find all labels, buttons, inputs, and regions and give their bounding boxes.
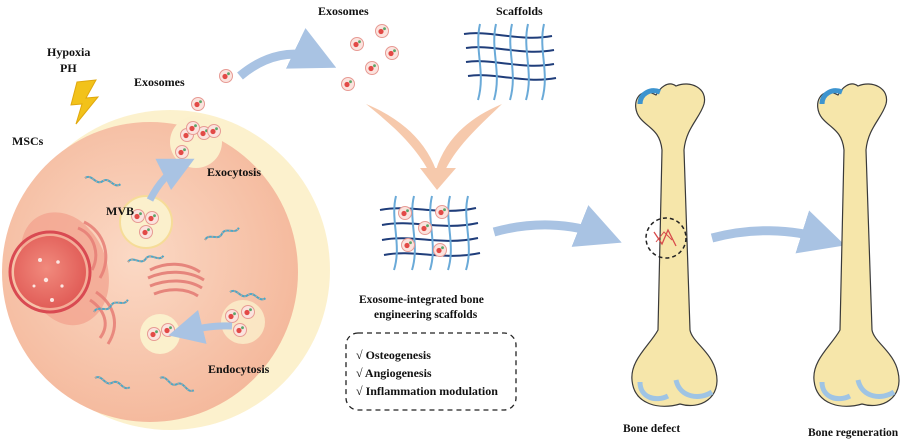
lightning-icon: [70, 79, 100, 125]
integrated-scaffold: [379, 195, 481, 271]
mvb: [119, 195, 173, 249]
exosome-cluster: [341, 24, 399, 91]
benefit-osteogenesis: √ Osteogenesis: [356, 348, 431, 362]
golgi-apparatus: [147, 262, 205, 298]
merge-arrowhead: [420, 168, 456, 190]
label-mscs: MSCs: [12, 134, 44, 148]
label-exosomes-top: Exosomes: [318, 4, 369, 18]
endocytosis-vesicle: [140, 314, 180, 354]
release-arrow: [237, 28, 337, 80]
label-bone-defect: Bone defect: [623, 423, 680, 435]
label-exocytosis: Exocytosis: [207, 165, 261, 179]
merge-arrow: [366, 104, 502, 182]
bone-regenerated-illustration: [813, 83, 900, 407]
benefit-angiogenesis: √ Angiogenesis: [356, 366, 432, 380]
label-mvb: MVB: [106, 204, 134, 218]
cell-body: [2, 122, 298, 422]
benefit-inflammation: √ Inflammation modulation: [356, 384, 498, 398]
benefits-box: [345, 332, 517, 411]
incoming-exosomes: [221, 300, 265, 344]
endocytosis-arrow: [168, 309, 233, 344]
nucleus: [8, 212, 109, 326]
endoplasmic-reticulum: [77, 220, 116, 345]
label-ph: PH: [60, 61, 77, 75]
label-integrated-line1: Exosome-integrated bone: [359, 294, 484, 306]
label-scaffolds: Scaffolds: [496, 4, 543, 18]
label-integrated-line2: engineering scaffolds: [374, 309, 478, 321]
defect-marker: [645, 217, 687, 259]
label-exosomes-left: Exosomes: [134, 75, 185, 89]
label-endocytosis: Endocytosis: [208, 362, 270, 376]
scaffold-mesh: [463, 23, 557, 101]
bone-defect-illustration: [631, 83, 718, 407]
msc-cell: [2, 110, 330, 430]
label-hypoxia: Hypoxia: [47, 45, 90, 59]
apply-arrow: [492, 205, 622, 247]
label-bone-regeneration: Bone regeneration: [808, 427, 899, 439]
exocytosis-arrow: [146, 158, 195, 202]
regeneration-arrow: [710, 210, 846, 254]
